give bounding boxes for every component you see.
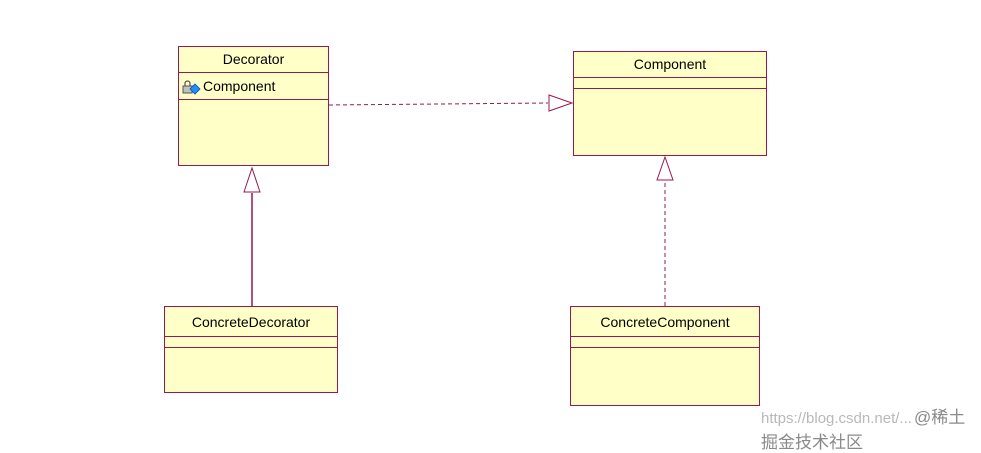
class-name: ConcreteDecorator <box>165 307 337 337</box>
class-name: Decorator <box>179 47 328 73</box>
attribute-compartment <box>165 337 337 348</box>
watermark: https://blog.csdn.net/...@稀土掘金技术社区 <box>761 403 981 453</box>
watermark-url: https://blog.csdn.net/... <box>761 410 912 427</box>
realization-decorator-component-arrow <box>548 94 574 112</box>
attribute-compartment: Component <box>179 73 328 100</box>
realization-concretecomponent-component-arrow <box>656 155 674 181</box>
class-concrete-component[interactable]: ConcreteComponent <box>570 306 760 406</box>
class-concrete-decorator[interactable]: ConcreteDecorator <box>164 306 338 393</box>
class-name: Component <box>574 52 766 78</box>
relations-layer <box>243 94 674 306</box>
attribute-compartment <box>571 337 759 348</box>
class-decorator[interactable]: Decorator Component <box>178 46 329 166</box>
attribute-label: Component <box>203 78 276 94</box>
class-name: ConcreteComponent <box>571 307 759 337</box>
class-component[interactable]: Component <box>573 51 767 156</box>
attribute-row: Component <box>179 73 328 99</box>
private-attribute-lock-icon <box>182 78 202 95</box>
generalization-concretedecorator-decorator-arrow <box>243 166 261 193</box>
attribute-compartment <box>574 78 766 89</box>
realization-decorator-component-line <box>328 102 549 106</box>
